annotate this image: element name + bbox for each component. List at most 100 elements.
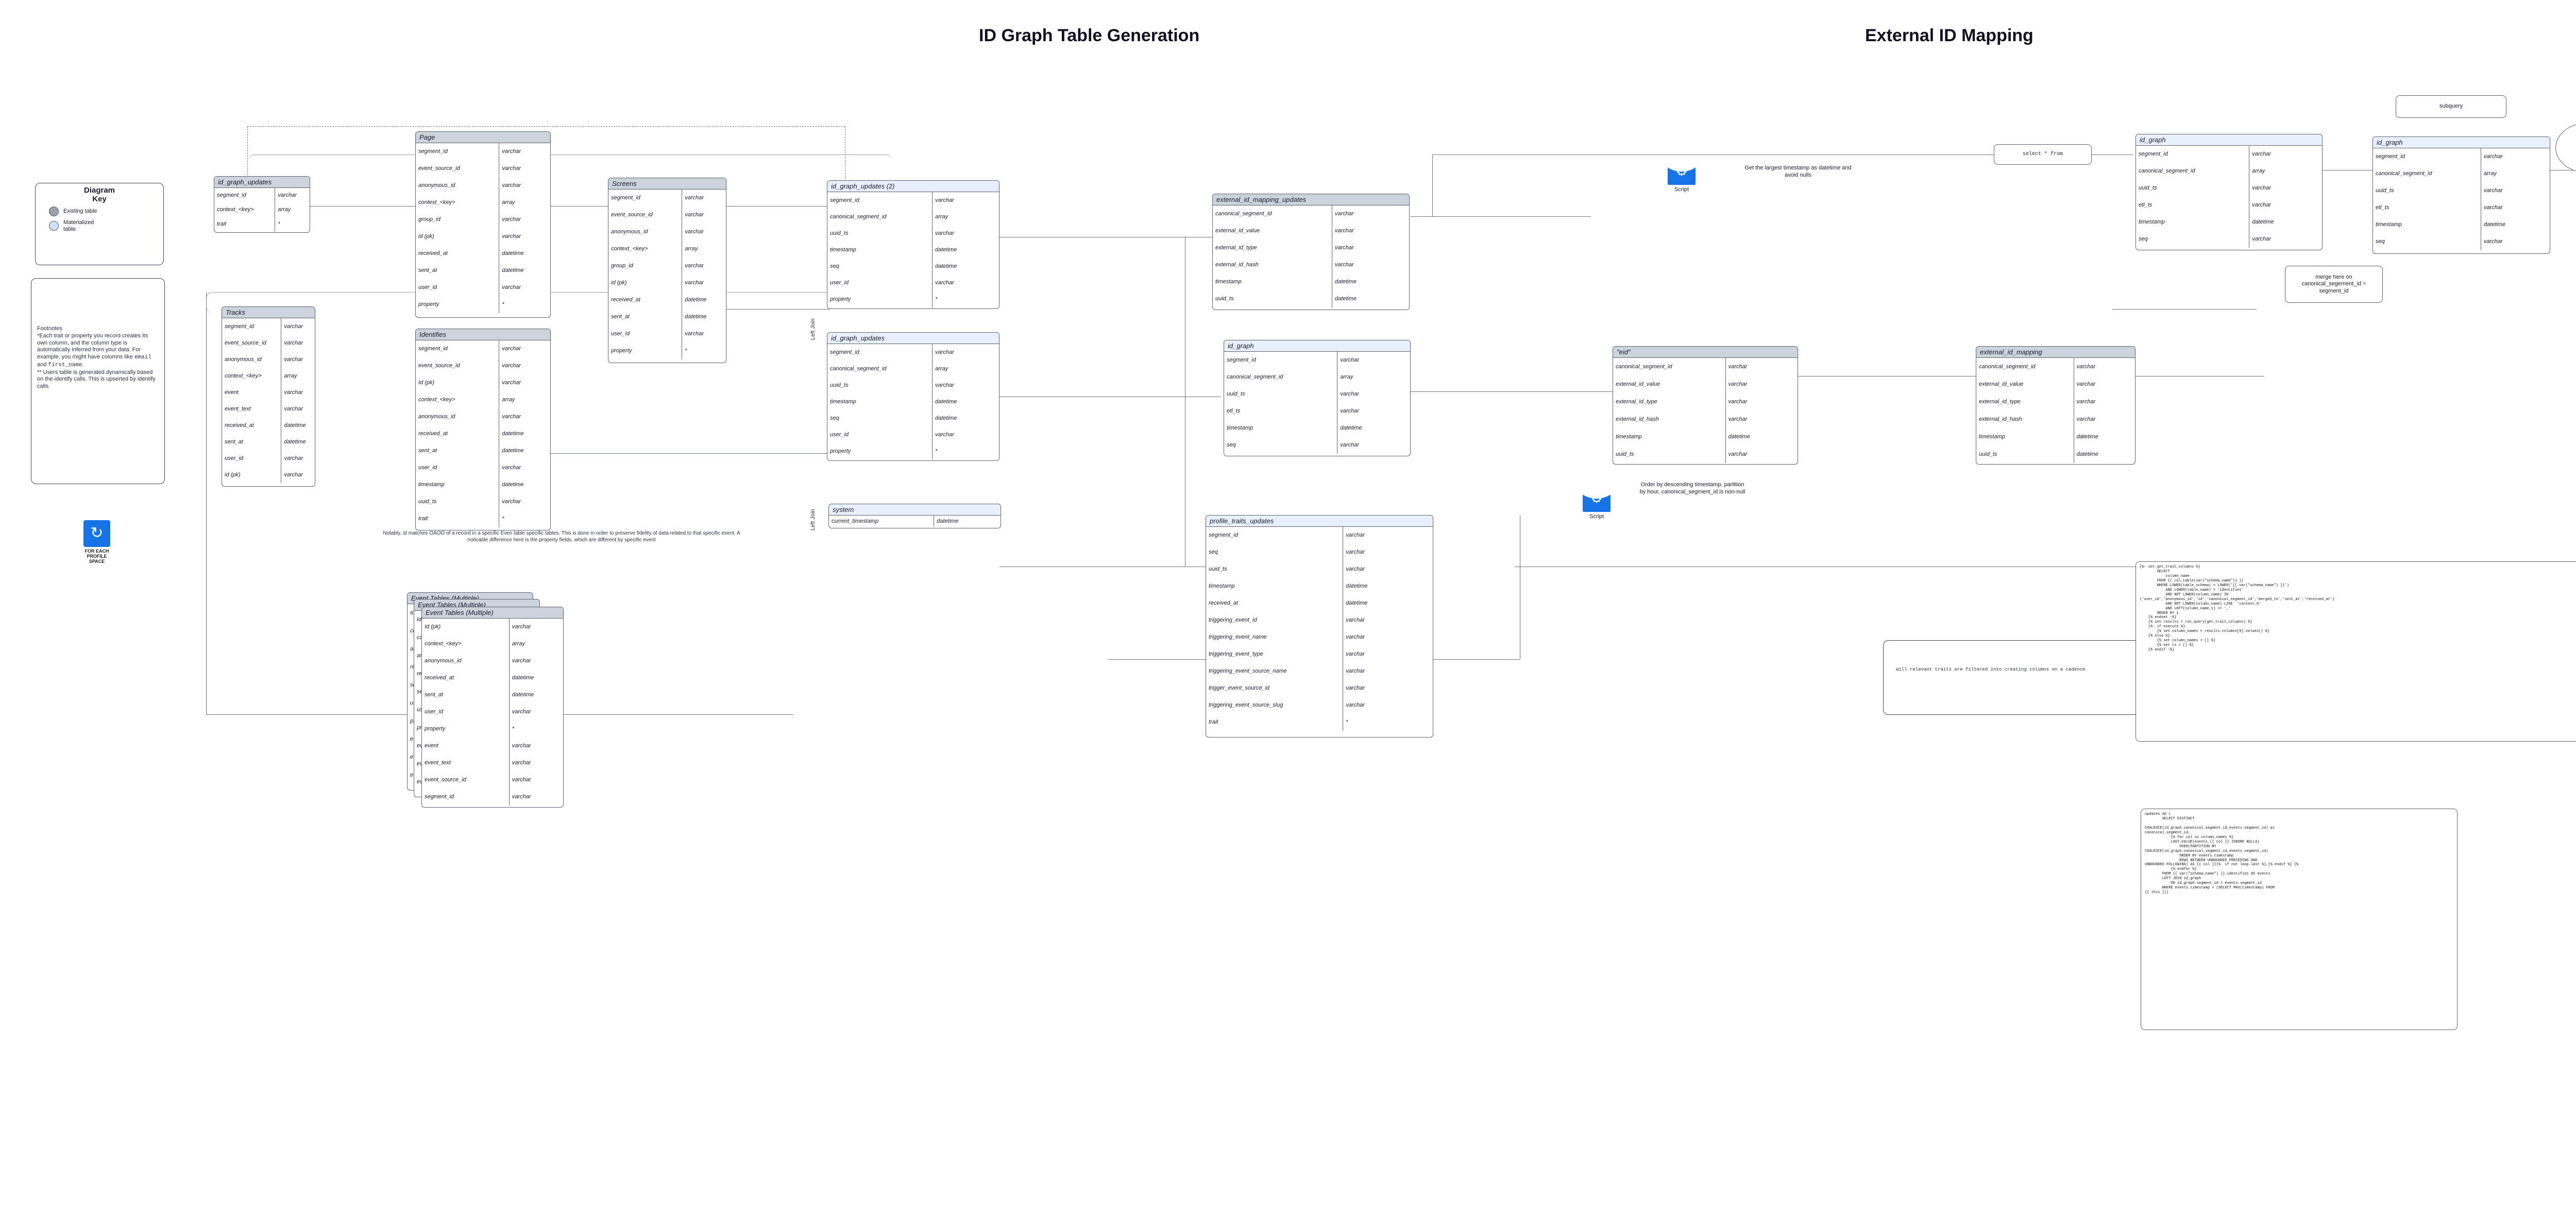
er-column-name: property bbox=[416, 296, 500, 313]
er-column-name: external_id_type bbox=[1213, 239, 1332, 256]
er-column-type: array bbox=[2483, 170, 2497, 177]
er-column-type: varchar bbox=[1334, 262, 1354, 268]
er-column-row: id (pk)varchar bbox=[608, 275, 726, 292]
er-column-type: varchar bbox=[1334, 228, 1354, 234]
er-column-type: varchar bbox=[284, 472, 303, 478]
er-column-name: external_id_type bbox=[1976, 393, 2074, 410]
er-column-type: varchar bbox=[1346, 634, 1365, 640]
legend-swatch-existing bbox=[49, 207, 59, 216]
legend-item-materialized-table: Materialized table bbox=[49, 219, 163, 232]
script-node-1[interactable]: ⚙ Script bbox=[1664, 157, 1699, 193]
er-column-name: anonymous_id bbox=[222, 351, 282, 368]
er-table-title: id_graph bbox=[1224, 340, 1410, 352]
footnotes-code-first-name: first_name bbox=[48, 362, 82, 368]
er-column-name: property bbox=[827, 443, 933, 459]
er-column-type: datetime bbox=[935, 415, 957, 421]
er-column-type: varchar bbox=[512, 743, 531, 749]
er-column-type: datetime bbox=[284, 439, 306, 445]
er-column-type: datetime bbox=[2076, 434, 2098, 440]
er-column-type: varchar bbox=[2076, 364, 2096, 370]
er-column-type: * bbox=[935, 448, 938, 454]
er-column-name: sent_at bbox=[416, 262, 500, 279]
er-column-name: user_id bbox=[827, 426, 933, 443]
er-column-name: received_at bbox=[222, 417, 282, 434]
er-column-type: varchar bbox=[512, 794, 531, 800]
er-column-type: varchar bbox=[502, 499, 521, 505]
er-column-type: * bbox=[502, 516, 504, 522]
er-column-name: sent_at bbox=[608, 308, 683, 325]
connector-h-4 bbox=[726, 309, 829, 310]
er-column-name: uuid_ts bbox=[1976, 445, 2074, 463]
er-column-type: varchar bbox=[278, 192, 297, 198]
er-column-name: segment_id bbox=[416, 340, 500, 357]
er-table-title: id_graph bbox=[2373, 137, 2550, 148]
er-column-type: varchar bbox=[284, 455, 303, 461]
script-node-2[interactable]: ⚙ Script bbox=[1579, 484, 1614, 520]
er-column-type: varchar bbox=[1334, 211, 1354, 217]
er-column-name: event_source_id bbox=[222, 335, 282, 351]
er-column-name: timestamp bbox=[1213, 273, 1332, 290]
section-title-id-graph-table-generation: ID Graph Table Generation bbox=[979, 26, 1200, 45]
er-column-name: segment_id bbox=[2373, 148, 2481, 165]
er-column-name: uuid_ts bbox=[1224, 386, 1338, 403]
er-column-name: context_<key> bbox=[416, 391, 500, 408]
er-table-title: id_graph_updates bbox=[827, 333, 999, 344]
er-column-name: external_id_hash bbox=[1976, 410, 2074, 428]
er-column-name: event bbox=[422, 738, 510, 755]
er-column-name: context_<key> bbox=[422, 636, 510, 653]
er-column-name: event_source_id bbox=[416, 357, 500, 374]
er-column-type: varchar bbox=[502, 414, 521, 420]
er-column-row: trait* bbox=[214, 217, 310, 231]
er-column-type: array bbox=[502, 199, 515, 205]
er-column-name: id (pk) bbox=[416, 228, 500, 245]
er-column-type: varchar bbox=[685, 195, 704, 201]
er-table-title: id_graph bbox=[2136, 134, 2322, 146]
er-column-name: canonical_segment_id bbox=[827, 209, 933, 225]
er-column-name: seq bbox=[827, 258, 933, 275]
er-column-name: etl_ts bbox=[2373, 199, 2481, 216]
er-column-name: context_<key> bbox=[608, 241, 683, 258]
er-column-name: seq bbox=[1206, 544, 1344, 561]
er-column-name: seq bbox=[2373, 233, 2481, 250]
er-column-name: timestamp bbox=[827, 393, 933, 410]
er-column-name: timestamp bbox=[2136, 214, 2250, 231]
er-column-type: datetime bbox=[502, 448, 524, 454]
er-column-row: Id (pk)varchar bbox=[422, 619, 563, 636]
for-each-profile-space-badge: ↻ FOR EACH PROFILE SPACE bbox=[61, 520, 133, 564]
er-column-type: varchar bbox=[1346, 651, 1365, 657]
er-column-type: * bbox=[935, 296, 938, 302]
er-column-type: array bbox=[278, 207, 291, 213]
er-column-type: varchar bbox=[2483, 204, 2503, 211]
connector-h-3 bbox=[551, 453, 829, 454]
